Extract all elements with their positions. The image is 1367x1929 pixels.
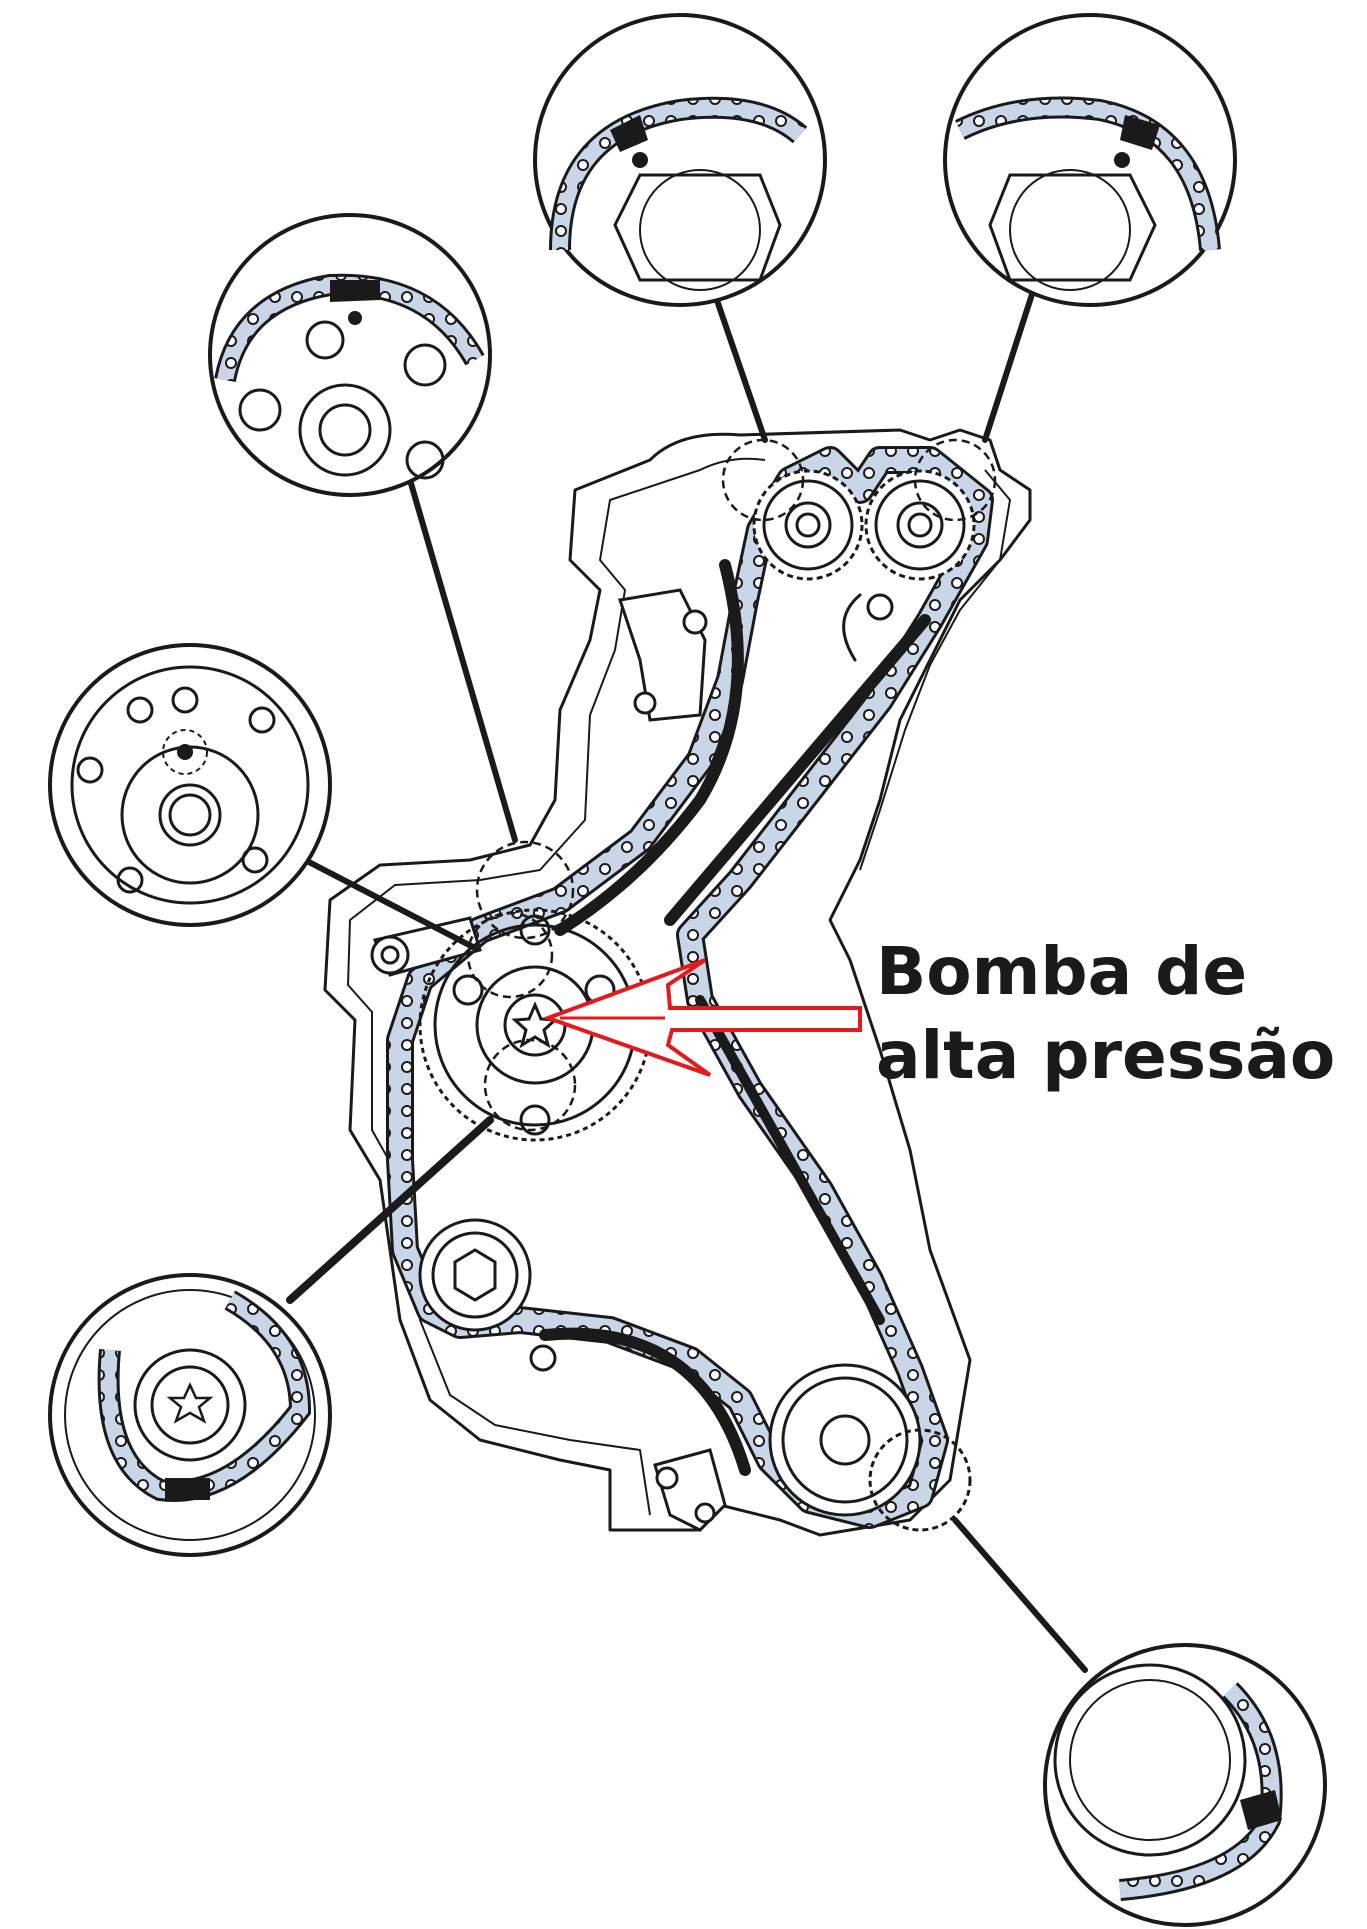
camshaft-sprocket-left bbox=[752, 469, 864, 581]
detail-circle-left-camshaft bbox=[533, 13, 827, 307]
camshaft-sprocket-right bbox=[864, 469, 976, 581]
leader-lines bbox=[286, 277, 1088, 1673]
lower-tensioner bbox=[529, 1344, 727, 1532]
detail-circle-crank-lower-left bbox=[48, 1273, 332, 1557]
callout-label: Bomba de alta pressão bbox=[876, 930, 1335, 1098]
callout-line-1: Bomba de bbox=[876, 933, 1248, 1010]
detail-circle-idler-mark bbox=[208, 213, 492, 497]
detail-circle-right-camshaft bbox=[943, 13, 1237, 307]
crankshaft-sprocket bbox=[768, 1363, 972, 1532]
upper-tensioner bbox=[618, 588, 708, 722]
detail-circle-crankshaft-bottom bbox=[1043, 1643, 1327, 1927]
idler-sprocket bbox=[418, 1218, 532, 1332]
detail-circle-pump-mark bbox=[48, 643, 332, 927]
pivot-arm bbox=[370, 593, 894, 977]
chain-guides bbox=[539, 559, 931, 1476]
callout-line-2: alta pressão bbox=[876, 1017, 1336, 1094]
callout-arrow-icon bbox=[542, 958, 862, 1077]
detail-markers bbox=[466, 438, 997, 1132]
